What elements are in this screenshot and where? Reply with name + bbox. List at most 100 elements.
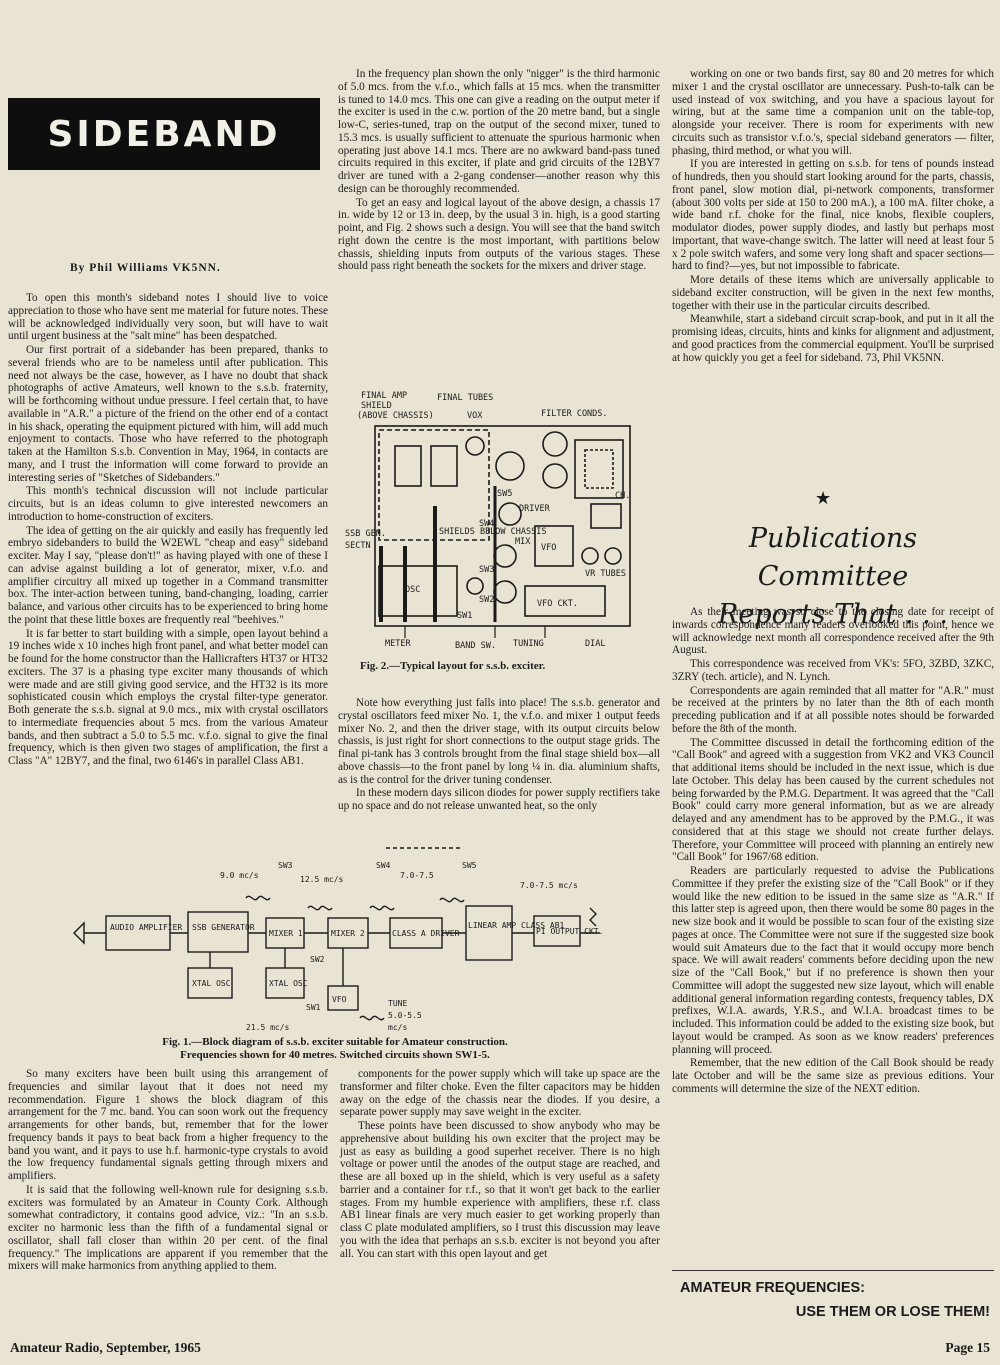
publications-heading-line-1: Publications Committee <box>748 523 918 592</box>
label-xtal-osc-1: XTAL OSC <box>192 979 231 988</box>
label-sw5: SW5 <box>462 861 477 870</box>
paragraph: This correspondence was received from VK… <box>672 658 994 683</box>
paragraph: Meanwhile, start a sideband circuit scra… <box>672 313 994 364</box>
label-mixer-2: MIXER 2 <box>331 929 365 938</box>
fig2-layout-drawing: FINAL AMP SHIELD (ABOVE CHASSIS) FINAL T… <box>345 391 631 651</box>
divider <box>672 1270 994 1271</box>
label-vfo-ckt: VFO CKT. <box>537 599 578 609</box>
publications-heading: Publications Committee Reports That . . … <box>672 520 994 634</box>
star-icon: ★ <box>815 488 832 509</box>
label-sw2: SW2 <box>479 595 494 605</box>
column-1-lower-text: So many exciters have been built using t… <box>8 1068 328 1274</box>
label-125mcs: 12.5 mc/s <box>300 875 344 884</box>
filter-cond <box>542 431 568 457</box>
label-sectn: SECTN <box>345 541 371 551</box>
label-meter: METER <box>385 639 411 649</box>
tube-socket <box>493 580 517 604</box>
label-sw3: SW3 <box>278 861 293 870</box>
label-ch: CH. <box>615 491 630 501</box>
label-7075a: 7.0-7.5 <box>400 871 434 880</box>
paragraph: The Committee discussed in detail the fo… <box>672 736 994 864</box>
paragraph: More details of these items which are un… <box>672 274 994 312</box>
filter-cond <box>542 463 568 489</box>
slogan-line-1: AMATEUR FREQUENCIES: <box>680 1280 866 1296</box>
transformer <box>574 439 624 499</box>
section-banner: SIDEBAND <box>8 98 320 170</box>
paragraph: Readers are particularly requested to ad… <box>672 865 994 1056</box>
fig1-block-diagram: AUDIO AMPLIFIER SSB GENERATOR MIXER 1 MI… <box>73 847 603 1032</box>
paragraph: To get an easy and logical layout of the… <box>338 196 660 273</box>
paragraph: Note how everything just falls into plac… <box>338 697 660 786</box>
column-2-middle-text: Note how everything just falls into plac… <box>338 697 660 814</box>
paragraph: These points have been discussed to show… <box>340 1120 660 1260</box>
label-sw5: SW5 <box>497 489 512 499</box>
paragraph: Our first portrait of a sidebander has b… <box>8 344 328 484</box>
chassis-outline <box>374 425 631 627</box>
microphone-icon <box>73 921 85 945</box>
final-tube <box>430 445 458 487</box>
column-2-lower-text: components for the power supply which wi… <box>340 1068 660 1261</box>
block-audio-amplifier <box>105 915 171 951</box>
paragraph: working on one or two bands first, say 8… <box>672 68 994 157</box>
label-sw4: SW4 <box>479 519 494 529</box>
label-7075b: 7.0-7.5 mc/s <box>520 881 578 890</box>
label-vr-tubes: VR TUBES <box>585 569 626 579</box>
label-5055: 5.0-5.5 <box>388 1011 422 1020</box>
choke <box>590 503 622 529</box>
label-mixer-1: MIXER 1 <box>269 929 303 938</box>
amateur-frequencies-slogan: AMATEUR FREQUENCIES: USE THEM OR LOSE TH… <box>680 1280 990 1320</box>
label-above-chassis: (ABOVE CHASSIS) <box>357 411 434 421</box>
author-byline: By Phil Williams VK5NN. <box>70 262 221 274</box>
paragraph: So many exciters have been built using t… <box>8 1068 328 1182</box>
slogan-line-2: USE THEM OR LOSE THEM! <box>795 1304 990 1320</box>
paragraph: components for the power supply which wi… <box>340 1068 660 1119</box>
label-mix: MIX <box>515 537 531 547</box>
tube-socket <box>493 544 517 568</box>
label-tuning: TUNING <box>513 639 544 649</box>
label-driver: DRIVER <box>519 504 551 514</box>
tuned-circuit <box>369 905 395 911</box>
label-driver: CLASS A DRIVER <box>392 929 460 938</box>
label-linear-amp: LINEAR AMP CLASS AB1 <box>468 921 565 930</box>
publications-text: As their meeting was so close to the clo… <box>672 606 994 1097</box>
label-9mcs: 9.0 mc/s <box>220 871 259 880</box>
paragraph: It is said that the following well-known… <box>8 1183 328 1273</box>
vfo-tuned-circuit <box>359 1015 385 1021</box>
column-1-text: To open this month's sideband notes I sh… <box>8 292 328 769</box>
vox-socket <box>465 436 485 456</box>
page-footer: Amateur Radio, September, 1965 Page 15 <box>10 1340 990 1356</box>
label-shields: SHIELDS BELOW CHASSIS <box>439 527 546 537</box>
paragraph: If you are interested in getting on s.s.… <box>672 158 994 273</box>
label-mcs: mc/s <box>388 1023 407 1032</box>
label-ssb-gen: SSB GENERATOR <box>192 923 255 932</box>
vfo-box <box>534 525 574 567</box>
label-sw2: SW2 <box>310 955 325 964</box>
label-vfo: VFO <box>541 543 556 553</box>
block-linear-amp <box>465 905 513 961</box>
tube-socket <box>498 502 522 526</box>
paragraph: To open this month's sideband notes I sh… <box>8 292 328 343</box>
vfo-circuit <box>524 585 606 617</box>
label-osc: OSC <box>405 585 420 595</box>
label-vfo: VFO <box>332 995 347 1004</box>
label-band-sw: BAND SW. <box>455 641 496 651</box>
footer-page-number: Page 15 <box>945 1340 990 1355</box>
paragraph: In these modern days silicon diodes for … <box>338 787 660 812</box>
footer-publication: Amateur Radio, September, 1965 <box>10 1340 201 1355</box>
column-2-upper-text: In the frequency plan shown the only "ni… <box>338 68 660 274</box>
paragraph: Remember, that the new edition of the Ca… <box>672 1057 994 1095</box>
label-sw1: SW1 <box>457 611 472 621</box>
label-audio: AUDIO AMPLIFIER <box>110 923 182 932</box>
label-215mcs: 21.5 mc/s <box>246 1023 290 1032</box>
fig1-caption: Fig. 1.—Block diagram of s.s.b. exciter … <box>70 1036 600 1062</box>
label-final-tubes: FINAL TUBES <box>437 393 493 403</box>
paragraph: Correspondents are again reminded that a… <box>672 684 994 735</box>
publications-heading-line-2: Reports That . . . <box>718 599 948 630</box>
label-sw3: SW3 <box>479 565 494 575</box>
block-pi-output <box>533 915 581 947</box>
tube-socket <box>495 451 525 481</box>
label-tune: TUNE <box>388 999 407 1008</box>
tuned-circuit <box>439 897 465 903</box>
label-ssb-gen: SSB GEN. <box>345 529 386 539</box>
column-3-upper-text: working on one or two bands first, say 8… <box>672 68 994 365</box>
